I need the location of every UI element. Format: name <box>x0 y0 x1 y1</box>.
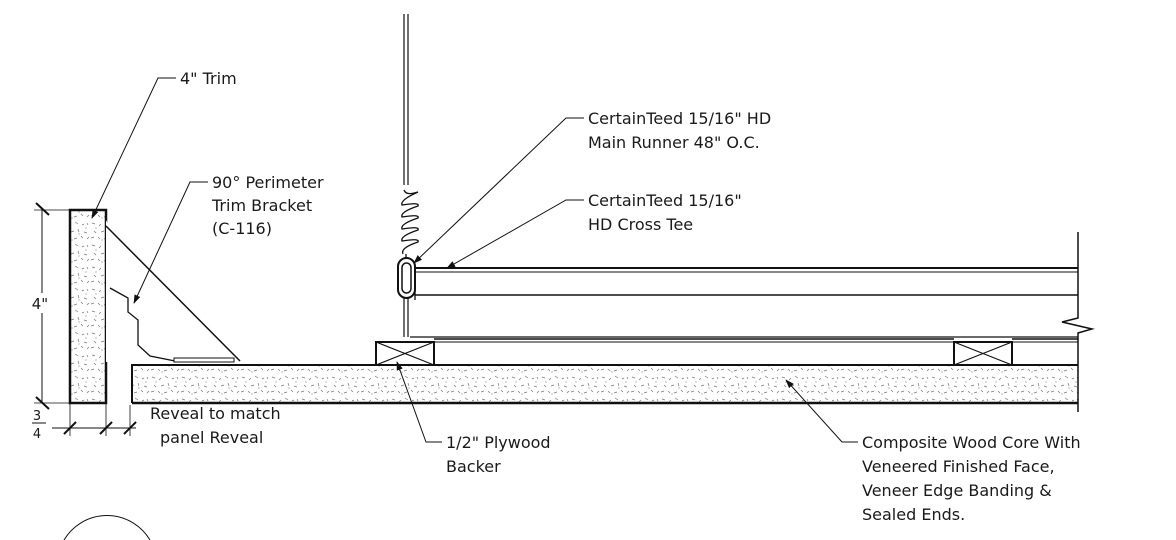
plywood-backer-left <box>375 341 435 366</box>
label-trim: 4" Trim <box>180 69 237 88</box>
reveal-fraction-numerator: 3 <box>33 409 41 424</box>
main-runner <box>414 267 1078 300</box>
composite-panel <box>131 364 1078 405</box>
label-cross-tee: CertainTeed 15/16" HD Cross Tee <box>588 191 747 234</box>
trim-piece <box>68 208 108 405</box>
label-bracket: 90° Perimeter Trim Bracket (C-116) <box>211 173 329 238</box>
cross-tee <box>410 336 1078 343</box>
label-reveal: Reveal to match panel Reveal <box>150 404 286 447</box>
trim-height-dimension: 4" <box>28 202 70 410</box>
trim-height-value: 4" <box>32 295 48 313</box>
reveal-dimension: 3 4 <box>32 404 137 442</box>
label-composite-core: Composite Wood Core With Veneered Finish… <box>862 433 1086 524</box>
perimeter-trim-bracket <box>105 220 242 363</box>
detail-callout-bubble <box>63 515 151 540</box>
hanger-wire <box>397 14 419 337</box>
plywood-backer-right <box>953 341 1013 366</box>
leader-lines <box>91 77 858 443</box>
label-main-runner: CertainTeed 15/16" HD Main Runner 48" O.… <box>588 109 776 152</box>
label-plywood-backer: 1/2" Plywood Backer <box>446 433 556 476</box>
break-line <box>1061 232 1095 412</box>
reveal-fraction-denominator: 4 <box>33 427 41 442</box>
